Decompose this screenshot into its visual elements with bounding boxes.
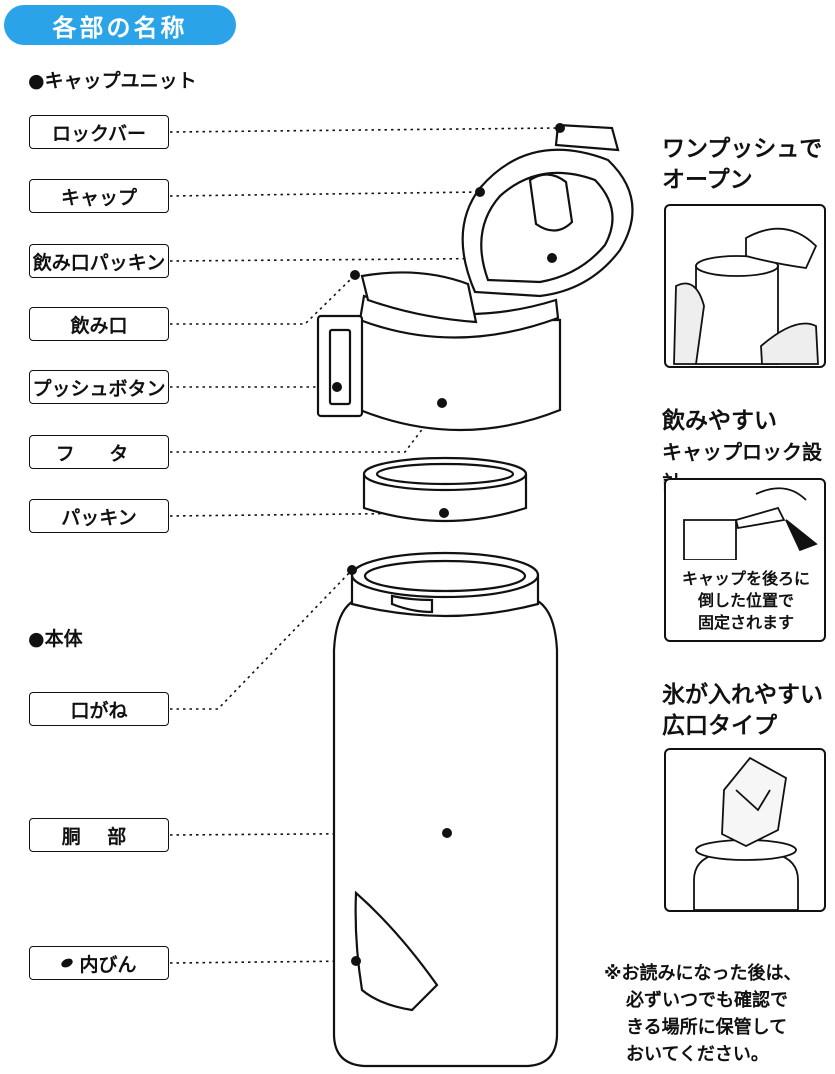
feature-cap-lock: 飲みやすい キャップロック設計 — [662, 406, 835, 499]
label-lid: フ タ — [29, 435, 169, 469]
label-inner-bottle-text: 内びん — [79, 953, 137, 976]
feature-wide-mouth-line2: 広口タイプ — [662, 713, 777, 739]
storage-note: ※お読みになった後は、 必ずいつでも確認で きる場所に保管して おいてください。 — [604, 960, 832, 1068]
wide-mouth-illustration — [664, 748, 826, 912]
push-button-face — [328, 328, 352, 406]
leader-lid — [170, 402, 443, 453]
label-cap: キャップ — [29, 179, 169, 213]
note-line-3: きる場所に保管して — [626, 1017, 788, 1038]
label-trunk: 胴 部 — [29, 818, 169, 852]
inner-bottle — [354, 890, 439, 1012]
label-mouth-ring: 口がね — [29, 692, 169, 726]
label-lock-bar: ロックバー — [29, 115, 169, 149]
page-title: 各部の名称 — [4, 5, 236, 45]
cap-lock-art — [683, 487, 818, 560]
feature-wide-mouth: 氷が入れやすい 広口タイプ — [662, 680, 823, 742]
cap-lock-caption-3: 固定されます — [697, 613, 794, 632]
feature-one-push: ワンプッシュで オープン — [662, 134, 822, 196]
one-push-art — [673, 227, 819, 365]
lid — [358, 318, 562, 432]
note-line-4: おいてください。 — [626, 1044, 769, 1065]
leader-cap — [169, 191, 481, 197]
leader-mouth-ring — [170, 569, 353, 710]
cap-lock-caption: キャップを後ろに 倒した位置で 固定されます — [672, 568, 820, 634]
mouthpiece-spout — [360, 271, 478, 324]
cap-lock-caption-2: 倒した位置で — [697, 591, 794, 610]
one-push-illustration — [664, 204, 826, 368]
feature-one-push-line2: オープン — [662, 167, 753, 193]
leader-trunk — [169, 832, 448, 836]
bottle-art — [316, 123, 634, 1068]
feature-one-push-line1: ワンプッシュで — [662, 136, 823, 162]
packing-hole — [375, 462, 515, 486]
mouth-opening — [363, 559, 527, 593]
marker-dots — [332, 123, 565, 966]
thread — [390, 594, 434, 614]
label-mouthpiece: 飲み口 — [29, 307, 169, 341]
note-line-2: 必ずいつでも確認で — [626, 990, 788, 1011]
cap-lock-caption-1: キャップを後ろに — [681, 569, 810, 588]
label-mouth-packing: 飲み口パッキン — [29, 244, 169, 278]
note-line-1: ※お読みになった後は、 — [604, 963, 802, 984]
lock-bar — [554, 123, 620, 152]
section-body: ●本体 — [28, 628, 83, 650]
cap-plug — [528, 173, 574, 232]
leader-lock-bar — [169, 127, 561, 133]
section-cap-unit: ●キャップユニット — [28, 70, 197, 92]
wide-mouth-art — [693, 756, 799, 911]
label-push-button: プッシュボタン — [29, 370, 169, 404]
feature-cap-lock-line1: 飲みやすい — [662, 408, 777, 434]
feature-wide-mouth-line1: 氷が入れやすい — [662, 682, 823, 708]
label-inner-bottle: 内びん — [29, 946, 169, 980]
label-packing: パッキン — [29, 499, 169, 533]
leader-inner-bottle — [169, 960, 357, 964]
cap-lock-illustration: キャップを後ろに 倒した位置で 固定されます — [664, 478, 826, 642]
